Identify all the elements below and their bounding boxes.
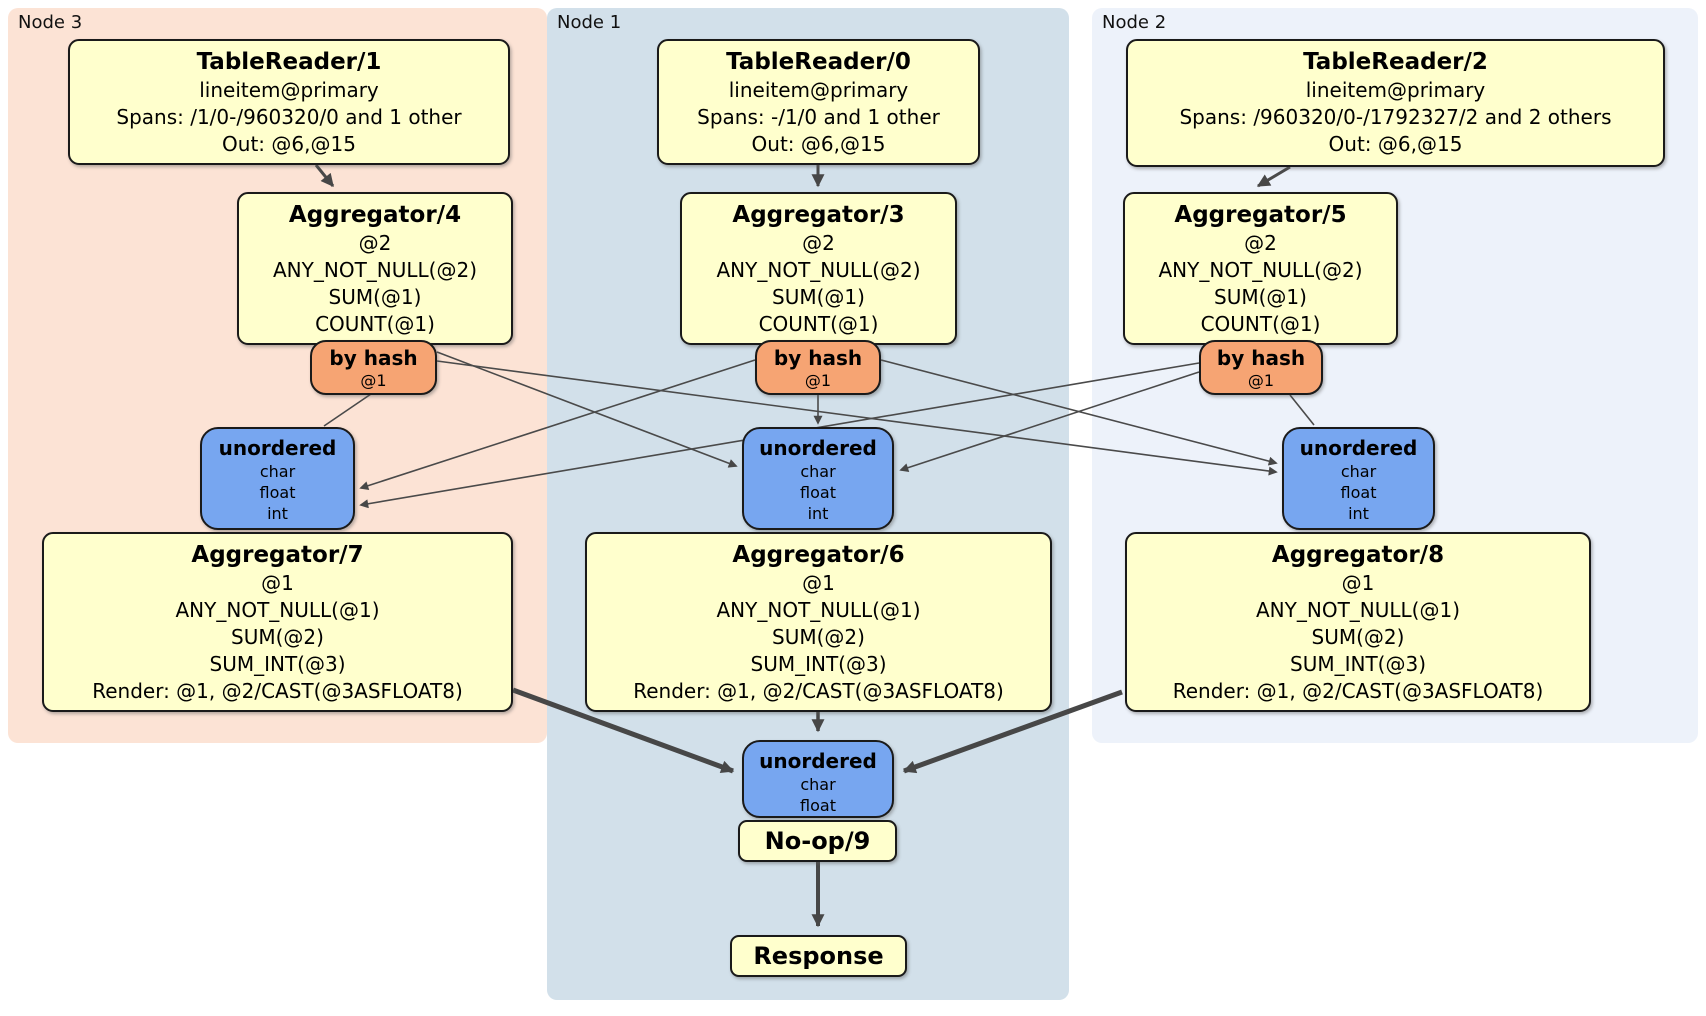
processor-title: Aggregator/5 bbox=[1174, 202, 1347, 228]
processor-aggregator-8: Aggregator/8 @1 ANY_NOT_NULL(@1) SUM(@2)… bbox=[1125, 532, 1591, 712]
processor-aggregator-4: Aggregator/4 @2 ANY_NOT_NULL(@2) SUM(@1)… bbox=[237, 192, 513, 345]
processor-title: Response bbox=[753, 942, 884, 970]
router-by-hash-node1: by hash @1 bbox=[755, 340, 881, 395]
sync-unordered-node3: unordered char float int bbox=[200, 427, 355, 530]
edge-tablereader2-aggregator5 bbox=[1256, 165, 1291, 188]
edge-tablereader1-aggregator4 bbox=[314, 164, 335, 188]
edge-hash2-unordered2 bbox=[1289, 394, 1315, 426]
router-title: by hash bbox=[1216, 346, 1306, 370]
processor-aggregator-6: Aggregator/6 @1 ANY_NOT_NULL(@1) SUM(@2)… bbox=[585, 532, 1052, 712]
sync-unordered-node1: unordered char float int bbox=[742, 427, 894, 530]
router-title: by hash bbox=[773, 346, 863, 370]
processor-tablereader-2: TableReader/2 lineitem@primary Spans: /9… bbox=[1126, 39, 1665, 167]
edge-hash3-unordered2 bbox=[436, 360, 1278, 476]
edge-hash2-unordered1 bbox=[899, 371, 1200, 473]
processor-title: Aggregator/7 bbox=[191, 542, 364, 568]
sync-title: unordered bbox=[759, 749, 877, 773]
edge-hash1-unordered3 bbox=[359, 359, 756, 491]
router-by-hash-node2: by hash @1 bbox=[1199, 340, 1323, 395]
processor-tablereader-1: TableReader/1 lineitem@primary Spans: /1… bbox=[68, 39, 510, 165]
processor-aggregator-7: Aggregator/7 @1 ANY_NOT_NULL(@1) SUM(@2)… bbox=[42, 532, 513, 712]
processor-title: Aggregator/3 bbox=[732, 202, 905, 228]
processor-title: TableReader/1 bbox=[196, 49, 382, 75]
edge-aggregator8-unordered-final bbox=[902, 689, 1123, 774]
sync-unordered-node2: unordered char float int bbox=[1282, 427, 1435, 530]
processor-title: Aggregator/8 bbox=[1271, 542, 1445, 568]
processor-title: No-op/9 bbox=[764, 827, 871, 855]
sync-title: unordered bbox=[1299, 436, 1418, 460]
edge-aggregator7-unordered-final bbox=[512, 687, 735, 774]
panel-node1-label: Node 1 bbox=[557, 12, 622, 33]
processor-aggregator-5: Aggregator/5 @2 ANY_NOT_NULL(@2) SUM(@1)… bbox=[1123, 192, 1398, 345]
edge-hash3-unordered3 bbox=[323, 393, 372, 427]
processor-tablereader-0: TableReader/0 lineitem@primary Spans: -/… bbox=[657, 39, 980, 165]
processor-title: TableReader/2 bbox=[1303, 49, 1488, 75]
processor-title: Aggregator/6 bbox=[732, 542, 905, 568]
processor-noop-9: No-op/9 bbox=[738, 820, 897, 862]
panel-node3-label: Node 3 bbox=[18, 12, 83, 33]
edge-hash3-unordered1 bbox=[436, 351, 738, 468]
router-by-hash-node3: by hash @1 bbox=[310, 340, 437, 395]
router-title: by hash bbox=[329, 346, 418, 370]
processor-aggregator-3: Aggregator/3 @2 ANY_NOT_NULL(@2) SUM(@1)… bbox=[680, 192, 957, 345]
processor-response: Response bbox=[730, 935, 907, 977]
panel-node2-label: Node 2 bbox=[1102, 12, 1167, 33]
processor-title: Aggregator/4 bbox=[288, 202, 462, 228]
sync-unordered-final: unordered char float bbox=[742, 740, 894, 818]
processor-title: TableReader/0 bbox=[726, 49, 911, 75]
sync-title: unordered bbox=[218, 436, 337, 460]
sync-title: unordered bbox=[759, 436, 877, 460]
